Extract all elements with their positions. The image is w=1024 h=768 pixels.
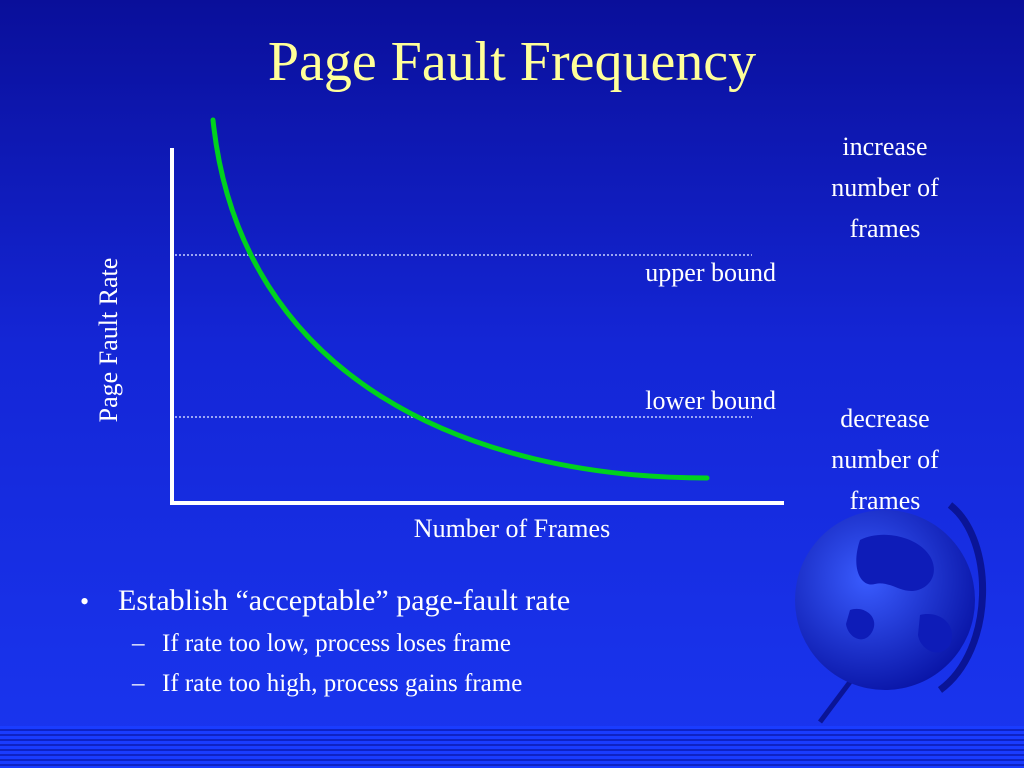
decrease-note-line: decrease xyxy=(840,404,930,433)
increase-note-line: increase xyxy=(842,132,928,161)
lower-bound-label: lower bound xyxy=(645,386,776,415)
increase-frames-note: increase number of frames xyxy=(805,126,965,249)
upper-bound-label: upper bound xyxy=(645,258,776,287)
decrease-frames-note: decrease number of frames xyxy=(805,398,965,521)
increase-note-line: frames xyxy=(849,214,921,243)
y-axis-label: Page Fault Rate xyxy=(94,257,123,423)
sub-bullet-item: – If rate too low, process loses frame xyxy=(132,630,570,658)
sub-bullet-text: If rate too low, process loses frame xyxy=(162,630,511,657)
bullet-list: • Establish “acceptable” page-fault rate… xyxy=(80,584,570,698)
increase-note-line: number of xyxy=(831,173,939,202)
decrease-note-line: number of xyxy=(831,445,939,474)
x-axis-label: Number of Frames xyxy=(413,514,611,543)
footer-bar xyxy=(0,726,1024,768)
dash-icon: – xyxy=(132,670,145,697)
bullet-item: • Establish “acceptable” page-fault rate xyxy=(80,584,570,618)
bullet-text: Establish “acceptable” page-fault rate xyxy=(118,584,571,617)
sub-bullet-item: – If rate too high, process gains frame xyxy=(132,670,570,698)
sub-bullet-text: If rate too high, process gains frame xyxy=(162,670,523,697)
bullet-dot-icon: • xyxy=(80,587,90,616)
page-fault-curve xyxy=(210,117,710,481)
dash-icon: – xyxy=(132,630,145,657)
slide-title: Page Fault Frequency xyxy=(267,31,757,93)
globe-icon xyxy=(795,502,988,735)
